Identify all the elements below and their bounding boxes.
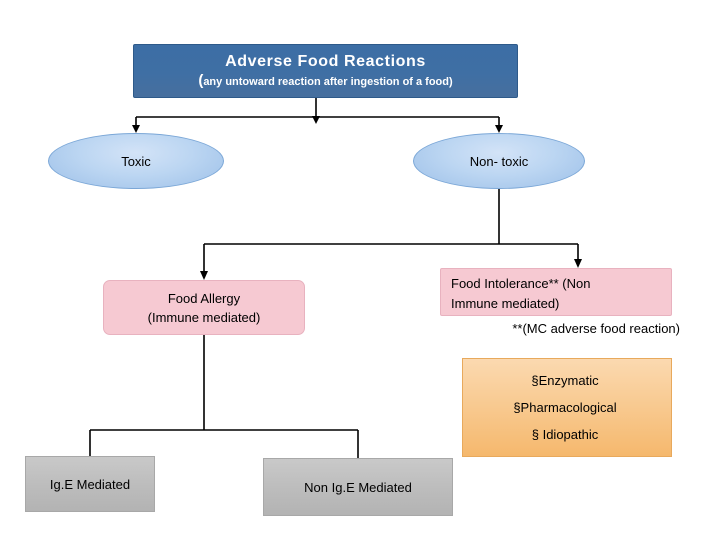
title-subtitle-close-paren: ) bbox=[449, 76, 453, 88]
node-food-allergy-line2: (Immune mediated) bbox=[147, 309, 261, 325]
list-item: §Pharmacological bbox=[513, 400, 617, 415]
title-subtitle-text: any untoward reaction after ingestion of… bbox=[203, 76, 449, 88]
node-non-ige-mediated[interactable]: Non Ig.E Mediated bbox=[263, 458, 453, 516]
node-food-allergy-line1: Food Allergy bbox=[167, 290, 241, 306]
title-subtitle-open-paren: ( bbox=[198, 72, 204, 89]
title-subtitle: (any untoward reaction after ingestion o… bbox=[198, 73, 452, 90]
node-ige-mediated-label: Ig.E Mediated bbox=[49, 476, 131, 492]
most-common-note: **(MC adverse food reaction) bbox=[512, 321, 680, 336]
node-food-intolerance-line2: Immune mediated) bbox=[451, 296, 560, 311]
node-food-intolerance[interactable]: Food Intolerance** (Non Immune mediated) bbox=[440, 268, 672, 316]
node-food-intolerance-line1: Food Intolerance** (Non bbox=[451, 276, 591, 291]
node-non-toxic-label: Non- toxic bbox=[469, 153, 529, 169]
node-food-allergy[interactable]: Food Allergy (Immune mediated) bbox=[103, 280, 305, 335]
node-non-toxic[interactable]: Non- toxic bbox=[413, 133, 585, 189]
node-intolerance-types[interactable]: §Enzymatic §Pharmacological § Idiopathic bbox=[462, 358, 672, 457]
page-title: Adverse Food Reactions bbox=[225, 53, 426, 70]
node-toxic-label: Toxic bbox=[121, 153, 151, 169]
list-item: §Enzymatic bbox=[531, 373, 599, 388]
node-toxic[interactable]: Toxic bbox=[48, 133, 224, 189]
list-item: § Idiopathic bbox=[531, 427, 599, 442]
node-ige-mediated[interactable]: Ig.E Mediated bbox=[25, 456, 155, 512]
title-box: Adverse Food Reactions (any untoward rea… bbox=[133, 44, 518, 98]
node-non-ige-mediated-label: Non Ig.E Mediated bbox=[304, 479, 412, 495]
